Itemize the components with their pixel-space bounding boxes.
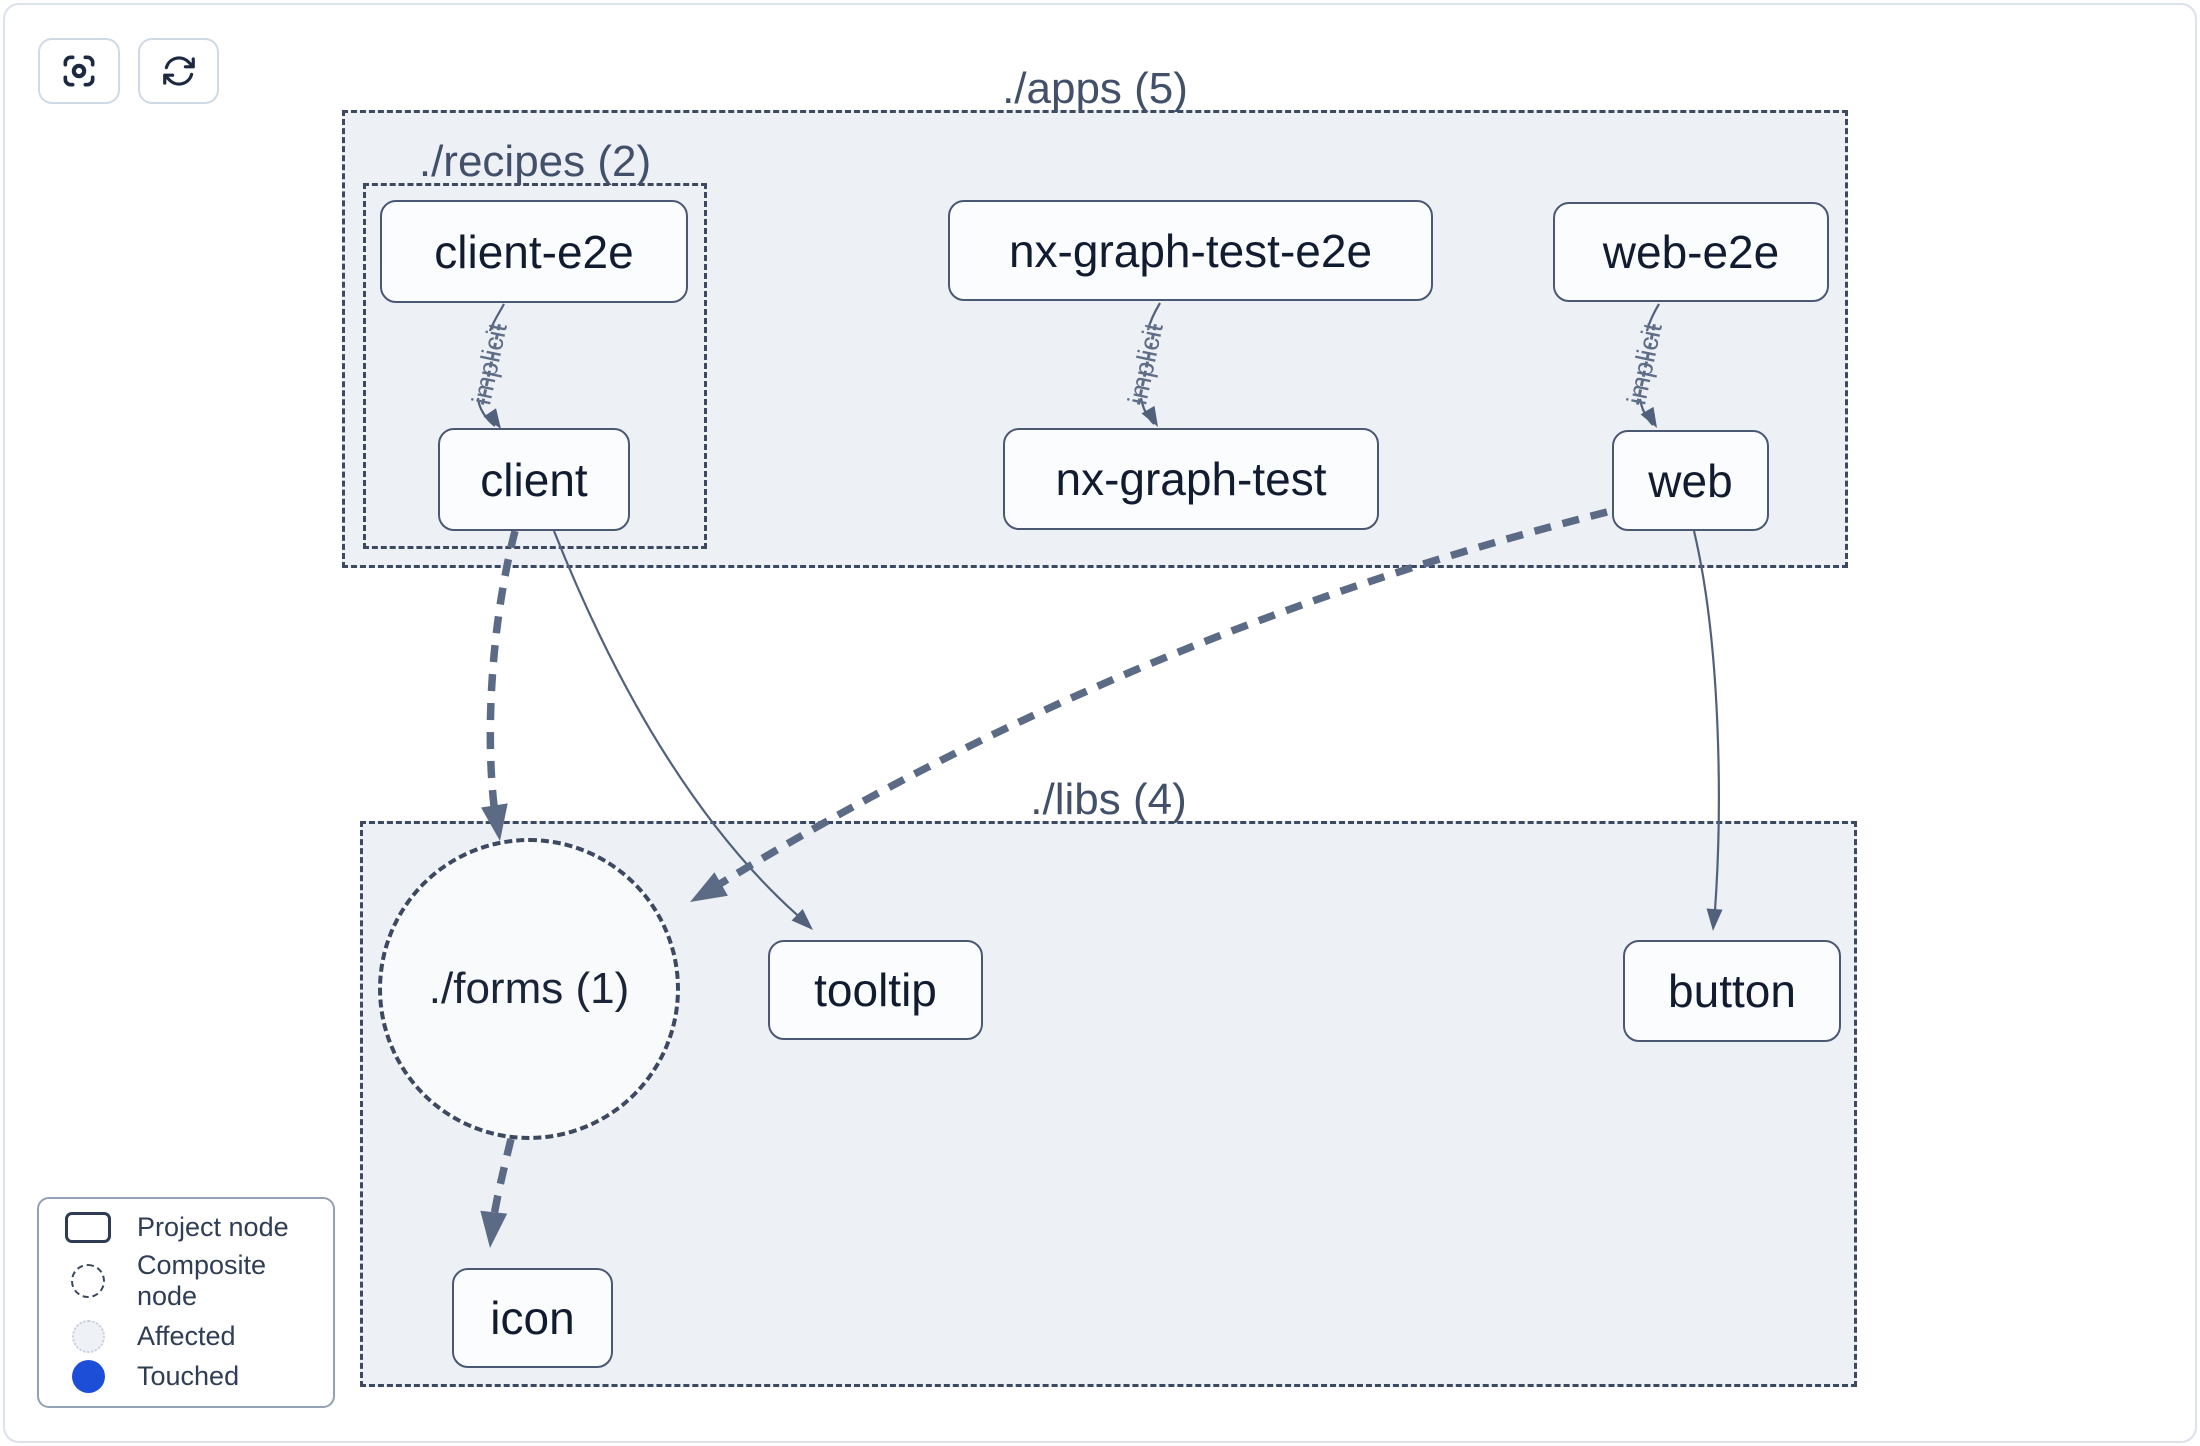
node-client-e2e-label: client-e2e [434, 225, 634, 278]
center-graph-button[interactable] [38, 38, 120, 104]
node-web-label: web [1648, 454, 1733, 507]
group-recipes-label[interactable]: ./recipes (2) [418, 137, 652, 186]
legend-label: Composite node [137, 1250, 267, 1312]
group-apps-label[interactable]: ./apps (5) [1002, 64, 1188, 113]
legend-row-project-node: Project node [39, 1212, 333, 1244]
legend-label: Touched [137, 1360, 240, 1391]
node-web-e2e[interactable]: web-e2e [1553, 202, 1829, 302]
legend: Project node Composite node Affected Tou… [37, 1197, 335, 1408]
refresh-graph-button[interactable] [138, 38, 219, 104]
node-nx-graph-test[interactable]: nx-graph-test [1003, 428, 1379, 530]
composite-node-forms[interactable]: ./forms (1) [378, 838, 680, 1140]
group-recipes: ./recipes (2) [363, 140, 707, 549]
legend-row-composite-node: Composite node [39, 1250, 333, 1312]
touched-swatch [39, 1359, 137, 1393]
node-icon[interactable]: icon [452, 1268, 613, 1368]
node-nx-graph-test-e2e[interactable]: nx-graph-test-e2e [948, 200, 1433, 301]
composite-node-forms-label: ./forms (1) [428, 964, 630, 1013]
node-tooltip-label: tooltip [814, 964, 937, 1016]
affected-swatch [39, 1319, 137, 1353]
legend-label: Affected [137, 1320, 236, 1351]
node-button-label: button [1668, 965, 1796, 1017]
node-web-e2e-label: web-e2e [1602, 226, 1780, 278]
node-button[interactable]: button [1623, 940, 1841, 1042]
node-icon-label: icon [490, 1292, 575, 1344]
node-tooltip[interactable]: tooltip [768, 940, 983, 1040]
focus-icon [59, 51, 99, 91]
group-libs-label[interactable]: ./libs (4) [1030, 775, 1187, 824]
node-web[interactable]: web [1612, 430, 1769, 531]
node-client-label: client [480, 453, 588, 506]
node-nx-graph-test-e2e-label: nx-graph-test-e2e [1008, 224, 1373, 277]
node-client[interactable]: client [438, 428, 630, 531]
legend-row-touched: Touched [39, 1359, 333, 1393]
project-node-swatch [39, 1212, 137, 1244]
node-nx-graph-test-label: nx-graph-test [1055, 453, 1327, 505]
legend-row-affected: Affected [39, 1319, 333, 1353]
refresh-icon [160, 52, 198, 90]
composite-node-swatch [39, 1264, 137, 1299]
edge-client-to-forms [486, 530, 519, 829]
node-client-e2e[interactable]: client-e2e [380, 200, 688, 303]
legend-label: Project node [137, 1212, 289, 1243]
